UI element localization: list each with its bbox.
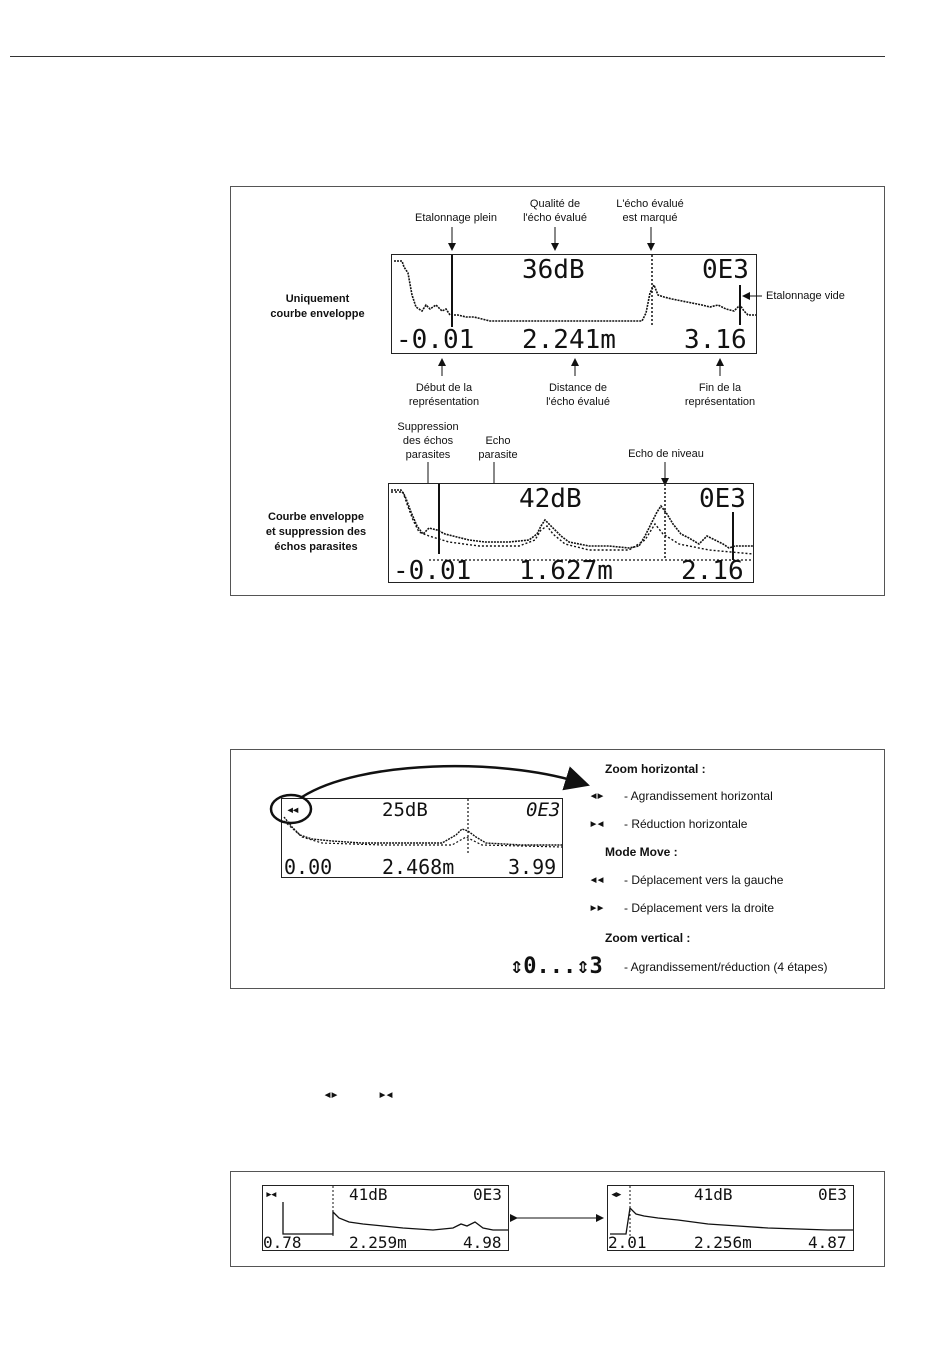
- move-right-icon: ▸▸: [589, 898, 605, 916]
- lcd2-db: 42dB: [519, 484, 582, 514]
- zoom-h-in-text: - Agrandissement horizontal: [624, 789, 773, 803]
- zoom-h-title: Zoom horizontal :: [605, 762, 706, 776]
- envelope-figure-frame: [230, 186, 885, 596]
- lcd5-start: 2.01: [608, 1233, 647, 1251]
- envelope-curve-5: [610, 1186, 853, 1236]
- zoom-in-icon: ◂▸: [589, 786, 605, 804]
- lcd5-end: 4.87: [808, 1233, 847, 1251]
- lcd3-end: 3.99: [508, 855, 557, 878]
- envelope-curve-2: [391, 484, 753, 561]
- lcd4-icon: ▸◂: [265, 1187, 278, 1202]
- lcd-envelope-suppression: 42dB 0E3 -0.01 1.627m 2.16: [388, 483, 754, 583]
- lcd4-distance: 2.259m: [349, 1233, 407, 1251]
- lcd3-db: 25dB: [382, 799, 428, 821]
- lcd-zoom-example: ◂◂ 25dB 0E3 0.00 2.468m 3.99: [281, 798, 563, 878]
- zoom-in-inline-icon: ◂▸: [323, 1085, 339, 1103]
- lcd3-distance: 2.468m: [382, 855, 455, 878]
- lcd3-icon: ◂◂: [286, 802, 300, 818]
- lcd1-db: 36dB: [522, 255, 585, 285]
- move-left-text: - Déplacement vers la gauche: [624, 873, 784, 887]
- move-right-text: - Déplacement vers la droite: [624, 901, 775, 915]
- lcd4-end: 4.98: [463, 1233, 502, 1251]
- lcd5-db: 41dB: [694, 1185, 733, 1204]
- label-qualite: Qualité de l'écho évalué: [523, 198, 587, 224]
- lcd2-code: 0E3: [699, 484, 746, 514]
- zoom-v-title: Zoom vertical :: [605, 931, 691, 945]
- lcd1-code: 0E3: [702, 255, 749, 285]
- label-echo-parasite: Echo parasite: [478, 435, 518, 461]
- zoom-compare-frame: [230, 1171, 885, 1267]
- label-debut: Début de la représentation: [408, 382, 480, 408]
- envelope-curve-4: [282, 1186, 508, 1236]
- lcd4-db: 41dB: [349, 1185, 388, 1204]
- lcd2-start: -0.01: [393, 556, 472, 583]
- label-courbe-supp: Courbe enveloppe et suppression des écho…: [265, 511, 367, 553]
- lcd1-distance: 2.241m: [522, 325, 616, 354]
- move-title: Mode Move :: [605, 845, 678, 859]
- lcd2-distance: 1.627m: [519, 556, 613, 583]
- label-fin: Fin de la représentation: [684, 382, 756, 408]
- envelope-curve-1: [394, 255, 756, 327]
- zoom-v-text: - Agrandissement/réduction (4 étapes): [624, 960, 828, 974]
- zoom-v-symbol: ⇕0...⇕3: [510, 954, 603, 979]
- label-suppression: Suppression des échos parasites: [397, 421, 459, 461]
- lcd3-start: 0.00: [284, 855, 333, 878]
- lcd5-icon: ◂▸: [610, 1187, 623, 1202]
- zoom-out-inline-icon: ▸◂: [378, 1085, 394, 1103]
- lcd-zoom-out: ▸◂ 41dB 0E3 0.78 2.259m 4.98: [262, 1185, 509, 1251]
- lcd4-code: 0E3: [473, 1185, 502, 1204]
- lcd5-distance: 2.256m: [694, 1233, 752, 1251]
- lcd1-start: -0.01: [396, 325, 475, 354]
- label-etalonnage-plein: Etalonnage plein: [415, 212, 497, 224]
- zoom-out-icon: ▸◂: [589, 814, 605, 832]
- zoom-legend-frame: [230, 749, 885, 989]
- label-echo-niveau: Echo de niveau: [628, 448, 704, 460]
- lcd3-code: 0E3: [526, 799, 561, 821]
- lcd-envelope-only: 36dB 0E3 -0.01 2.241m 3.16: [391, 254, 757, 354]
- lcd4-start: 0.78: [263, 1233, 302, 1251]
- label-uniquement: Uniquement courbe enveloppe: [270, 293, 365, 320]
- move-left-icon: ◂◂: [589, 870, 605, 888]
- lcd1-end: 3.16: [684, 325, 747, 354]
- lcd5-code: 0E3: [818, 1185, 847, 1204]
- label-echo-marque: L'écho évalué est marqué: [616, 198, 684, 224]
- header-rule: [10, 56, 885, 57]
- envelope-curve-3: [283, 799, 562, 855]
- lcd-zoom-in: ◂▸ 41dB 0E3 2.01 2.256m 4.87: [607, 1185, 854, 1251]
- label-distance: Distance de l'écho évalué: [546, 382, 610, 408]
- zoom-h-out-text: - Réduction horizontale: [624, 817, 748, 831]
- label-etalonnage-vide: Etalonnage vide: [766, 290, 845, 302]
- lcd2-end: 2.16: [681, 556, 744, 583]
